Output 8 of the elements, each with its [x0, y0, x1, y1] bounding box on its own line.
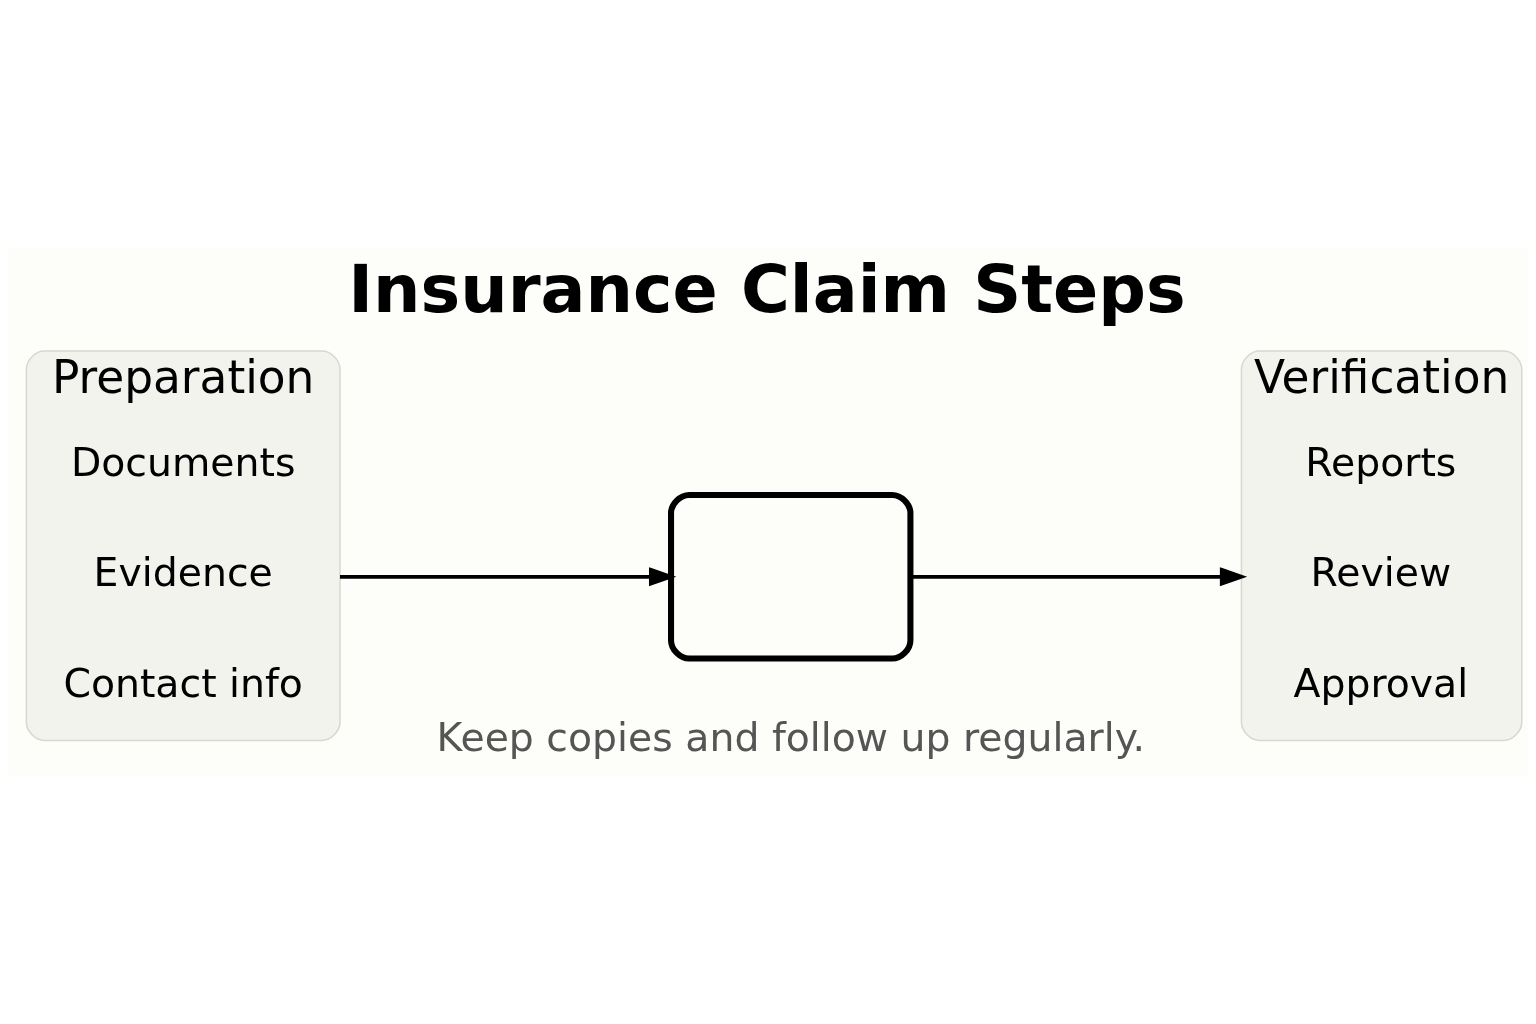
diagram-title: Insurance Claim Steps: [348, 249, 1186, 328]
node-text: Documents: [70, 438, 296, 485]
node-text: Evidence: [93, 549, 273, 596]
node-text: Reports: [1305, 438, 1457, 485]
node-text: Approval: [1293, 659, 1469, 706]
node-text: Review: [1310, 549, 1452, 596]
node-text: Contact info: [63, 659, 303, 706]
caption: Keep copies and follow up regularly.: [436, 714, 1145, 761]
